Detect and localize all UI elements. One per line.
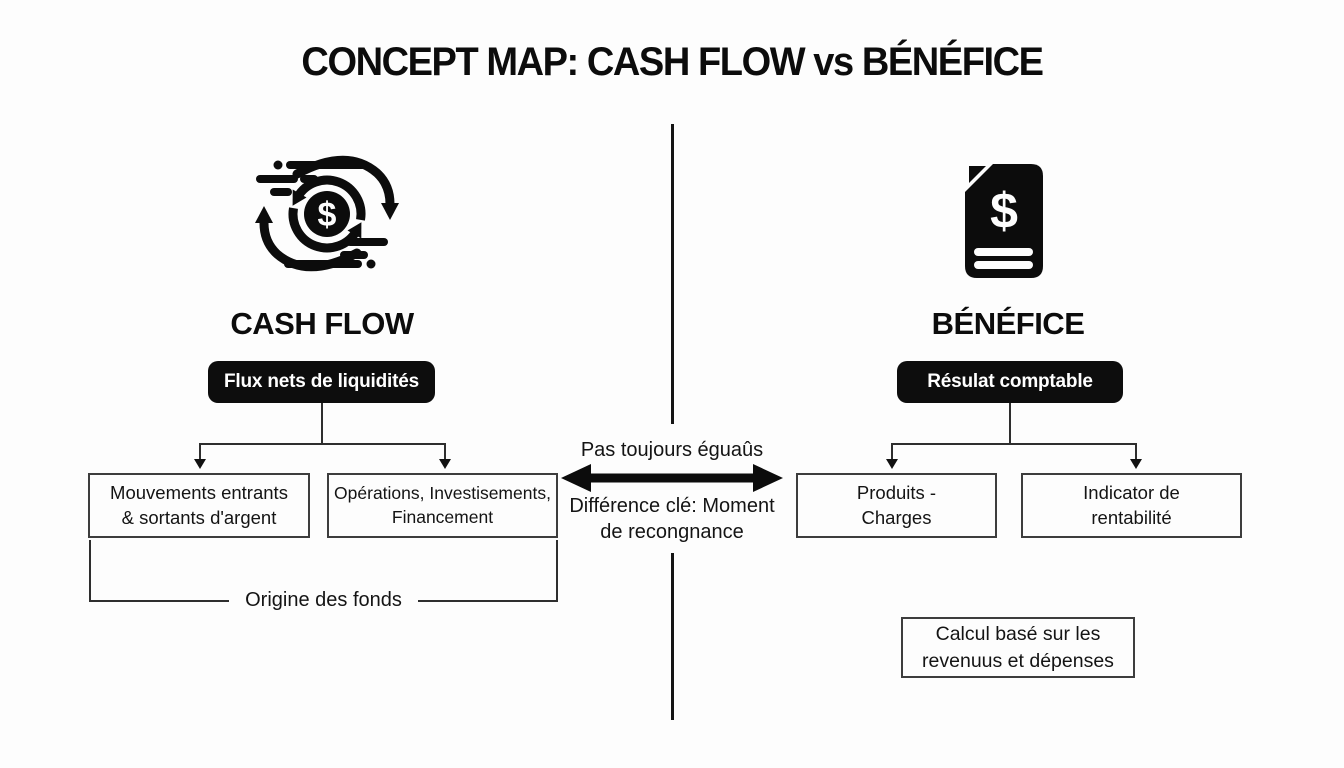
page-title: CONCEPT MAP: CASH FLOW vs BÉNÉFICE: [301, 40, 1044, 84]
right-connector-drop-1: [891, 443, 893, 460]
right-connector-stem: [1009, 403, 1011, 444]
right-child-box-produits-charges: Produits - Charges: [796, 473, 997, 538]
left-heading: CASH FLOW: [230, 306, 414, 341]
financial-document-icon: $: [963, 162, 1045, 282]
right-note-box: Calcul basé sur les revenuus et dépenses: [901, 617, 1135, 678]
left-child-box-movements: Mouvements entrants & sortants d'argent: [88, 473, 310, 538]
left-connector-drop-2: [444, 443, 446, 460]
right-connector-drop-2: [1135, 443, 1137, 460]
right-child-box-indicator: Indicator de rentabilité: [1021, 473, 1242, 538]
arrowhead-icon: [194, 459, 206, 469]
arrowhead-icon: [439, 459, 451, 469]
left-bracket-label-wrap: Origine des fonds: [89, 589, 558, 612]
right-connector-branch: [891, 443, 1137, 445]
center-key-difference-text: Différence clé: Moment de recongnance: [569, 495, 775, 543]
left-bracket-label: Origine des fonds: [229, 589, 418, 612]
center-divider-bottom: [671, 553, 674, 720]
left-definition-pill: Flux nets de liquidités: [208, 361, 435, 403]
right-heading: BÉNÉFICE: [931, 306, 1085, 341]
left-connector-stem: [321, 403, 323, 444]
double-headed-arrow-icon: [561, 463, 783, 493]
svg-text:$: $: [318, 196, 337, 234]
right-definition-pill: Résulat comptable: [897, 361, 1123, 403]
center-divider-top: [671, 124, 674, 424]
left-connector-branch: [199, 443, 446, 445]
left-child-box-operations: Opérations, Investisements, Financement: [327, 473, 558, 538]
center-comparison-text: Pas toujours éguaûs: [580, 439, 764, 461]
arrowhead-icon: [886, 459, 898, 469]
left-connector-drop-1: [199, 443, 201, 460]
arrowhead-icon: [1130, 459, 1142, 469]
svg-text:$: $: [990, 183, 1018, 239]
cash-flow-cycle-icon: $: [252, 152, 422, 292]
